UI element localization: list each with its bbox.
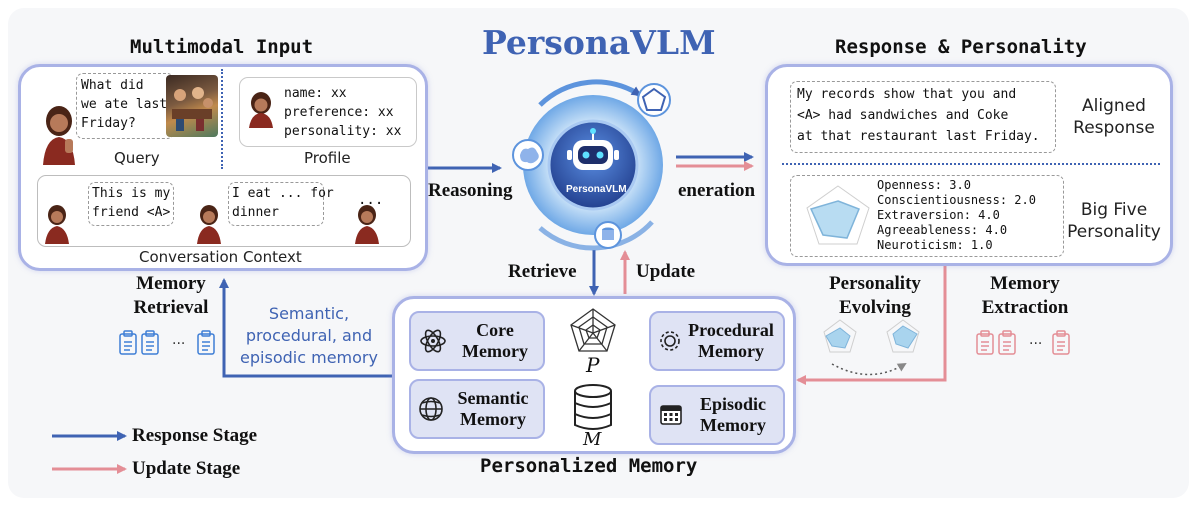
response-personality-panel: My records show that you and <A> had san… [765, 64, 1173, 266]
extraction-ellipsis: ... [1029, 332, 1043, 348]
response-section-title: Response & Personality [835, 36, 1087, 58]
core-memory-card: Core Memory [409, 311, 545, 371]
profile-name: name: xx [284, 86, 347, 101]
trait-openness: Openness: 3.0 [877, 178, 971, 192]
user-avatar [39, 105, 79, 169]
episodic-memory-label: Episodic Memory [699, 394, 767, 435]
generation-label: eneration [678, 180, 756, 201]
trait-conscientiousness: Conscientiousness: 2.0 [877, 193, 1036, 207]
radar-after [886, 319, 920, 353]
personalized-memory-panel: Core Memory Procedural Memory Semantic M… [392, 296, 796, 454]
episodic-memory-card: Episodic Memory [649, 385, 785, 445]
semantic-memory-label: Semantic Memory [457, 388, 529, 429]
context-label: Conversation Context [139, 248, 302, 266]
memory-symbol: M [583, 429, 602, 450]
personality-evolving-title: Personality Evolving [829, 273, 921, 318]
conversation-bubble-2: I eat ... for dinner [228, 182, 334, 226]
core-memory-label: Core Memory [462, 320, 528, 361]
globe-icon [419, 397, 443, 421]
query-photo [166, 75, 218, 137]
legend-update-label: Update Stage [132, 458, 241, 479]
extraction-clipboard-icons [975, 330, 1085, 360]
brand-title: PersonaVLM [482, 23, 716, 62]
query-bubble: What did we ate last Friday? [76, 73, 174, 139]
radar-before [823, 319, 857, 353]
big-five-label: Big Five Personality [1067, 200, 1161, 242]
robot-label: PersonaVLM [566, 184, 627, 195]
conversation-box: This is my friend <A> I eat ... for dinn… [37, 175, 411, 247]
memory-retrieval-description: Semantic, procedural, and episodic memor… [240, 304, 378, 367]
profile-label: Profile [304, 149, 351, 167]
trait-agreeableness: Agreeableness: 4.0 [877, 223, 1008, 237]
atom-icon [420, 329, 446, 353]
conversation-ellipsis: ... [358, 192, 384, 208]
input-section-title: Multimodal Input [130, 36, 314, 58]
calendar-icon [660, 405, 682, 425]
multimodal-input-panel: What did we ate last Friday? Query name:… [18, 64, 428, 271]
semantic-memory-card: Semantic Memory [409, 379, 545, 439]
legend-response-label: Response Stage [132, 425, 258, 446]
memory-retrieval-arrow [219, 278, 400, 378]
trait-extraversion: Extraversion: 4.0 [877, 208, 1000, 222]
retrieval-ellipsis: ... [172, 332, 186, 348]
profile-personality: personality: xx [284, 124, 402, 139]
query-label: Query [114, 149, 160, 167]
memory-section-title: Personalized Memory [480, 455, 698, 477]
persona-database-icon [570, 308, 616, 430]
aligned-response-label: Aligned Response [1073, 96, 1155, 138]
conversation-bubble-1: This is my friend <A> [88, 182, 174, 226]
procedural-memory-label: Procedural Memory [688, 320, 774, 361]
update-label: Update [636, 261, 696, 282]
aligned-response-text: My records show that you and <A> had san… [790, 81, 1056, 153]
profile-card: name: xx preference: xx personality: xx [239, 77, 417, 147]
big-five-card: Openness: 3.0 Conscientiousness: 2.0 Ext… [790, 175, 1064, 257]
profile-preference: preference: xx [284, 105, 394, 120]
procedural-memory-card: Procedural Memory [649, 311, 785, 371]
memory-retrieval-title: Memory Retrieval [133, 273, 209, 318]
gear-icon [660, 331, 680, 351]
reasoning-label: Reasoning [428, 180, 513, 201]
retrieval-clipboard-icons [118, 330, 228, 360]
memory-extraction-title: Memory Extraction [981, 273, 1069, 318]
memory-extraction-arrow [796, 262, 947, 385]
big-five-radar [806, 185, 870, 245]
retrieve-label: Retrieve [508, 261, 577, 282]
trait-neuroticism: Neuroticism: 1.0 [877, 238, 993, 252]
persona-symbol: P [586, 353, 600, 377]
